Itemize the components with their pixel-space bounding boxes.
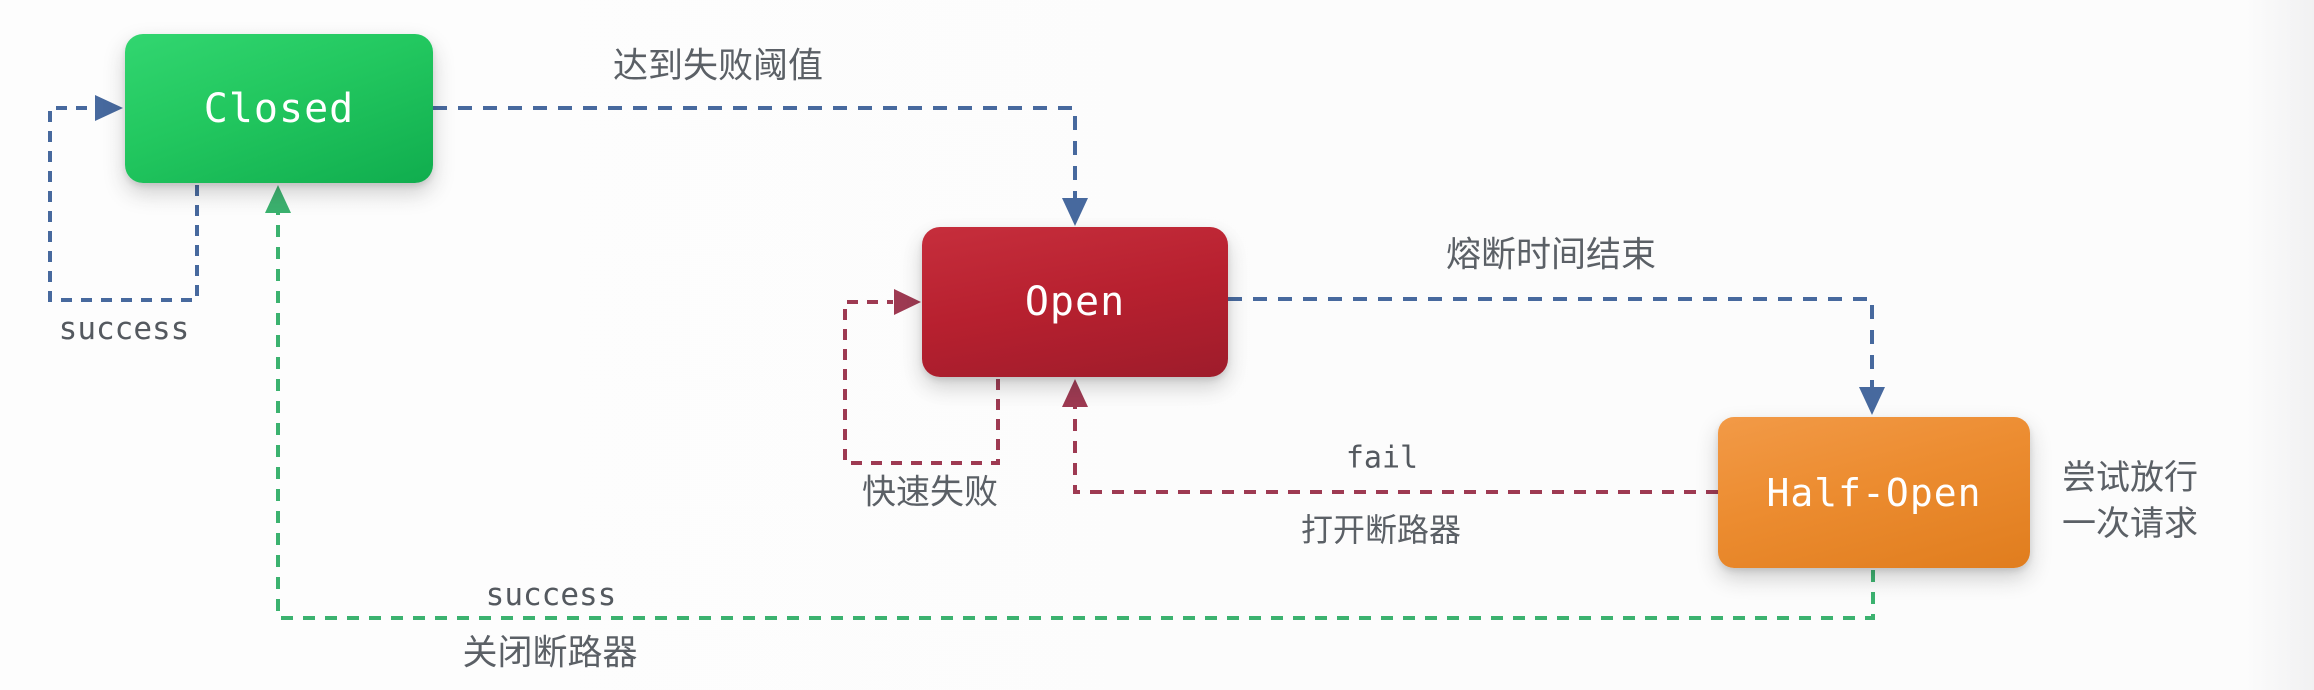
annotation-line-1: 尝试放行: [2062, 458, 2198, 498]
edge-label-fast-fail: 快速失败: [862, 472, 998, 513]
edge-half-open-to-open: [1073, 407, 1718, 494]
state-node-half-open: Half-Open: [1718, 417, 2030, 568]
state-node-open: Open: [922, 227, 1228, 377]
edge-closed-self-loop: [48, 106, 199, 302]
edge-label-success-to-closed: success: [485, 577, 617, 613]
edge-label-close-breaker: 关闭断路器: [462, 633, 638, 674]
arrowhead-into-open-bottom: [1062, 379, 1088, 407]
edge-label-open-breaker: 打开断路器: [1300, 511, 1462, 549]
arrowhead-into-closed-left: [95, 95, 123, 121]
edge-label-fusing-time-ends: 熔断时间结束: [1445, 235, 1657, 276]
edge-open-to-half-open: [1228, 297, 1874, 387]
state-label-open: Open: [1024, 279, 1126, 325]
edge-label-failure-threshold: 达到失败阈值: [612, 46, 824, 87]
state-label-half-open: Half-Open: [1766, 470, 1982, 515]
arrowhead-into-half-open-top: [1859, 387, 1885, 415]
edge-label-success-self-loop: success: [58, 311, 190, 347]
arrowhead-into-closed-bottom: [265, 185, 291, 213]
state-label-closed: Closed: [203, 85, 355, 132]
edge-closed-to-open: [433, 106, 1077, 198]
arrowhead-into-open-left: [894, 289, 921, 315]
arrowhead-into-open-top: [1062, 198, 1088, 226]
annotation-line-2: 一次请求: [2062, 504, 2198, 544]
edge-half-open-to-closed: [276, 213, 1875, 620]
annotation-try-one-request: 尝试放行 一次请求: [2062, 455, 2198, 547]
state-node-closed: Closed: [125, 34, 433, 183]
edge-label-fail: fail: [1345, 440, 1419, 476]
